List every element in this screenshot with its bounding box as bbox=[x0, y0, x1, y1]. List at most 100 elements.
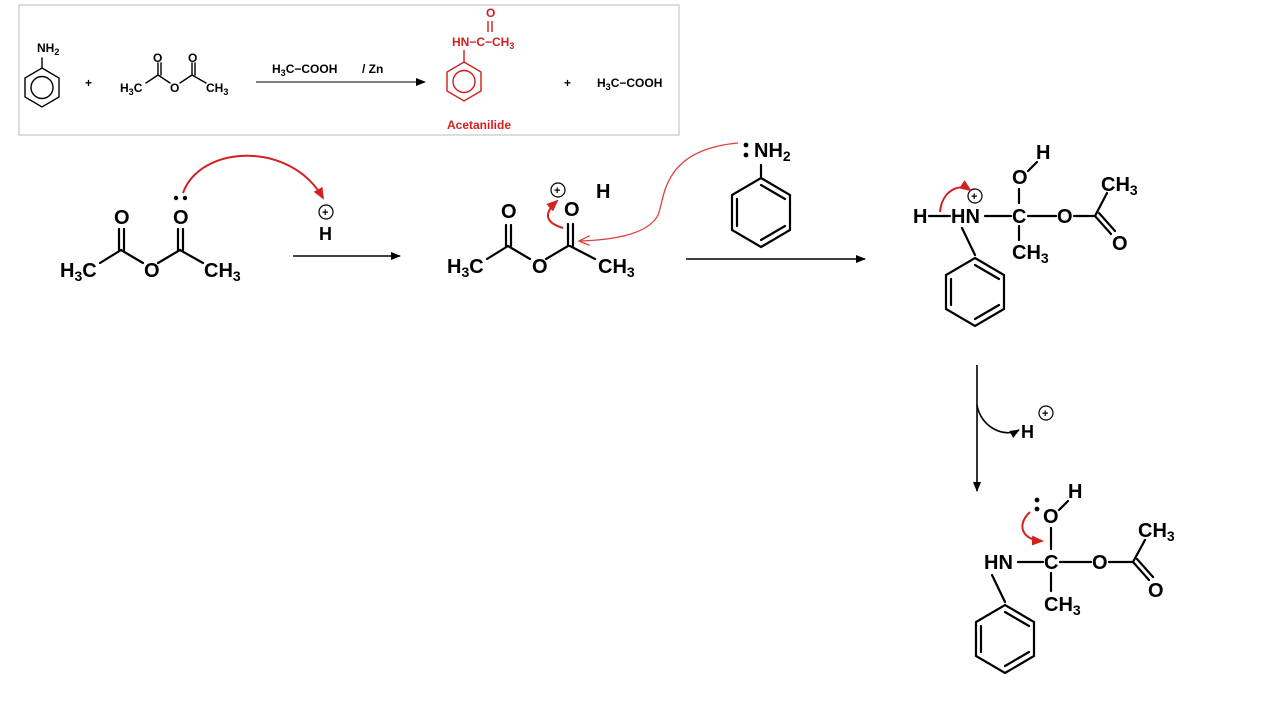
step2-nucleophilic-attack-arrow bbox=[580, 142, 739, 241]
step2-ch3: CH3 bbox=[598, 256, 635, 280]
step4-o: O bbox=[1043, 506, 1059, 528]
step3-ac-o: O bbox=[1112, 233, 1128, 255]
conditions-zinc: / Zn bbox=[362, 62, 383, 76]
step4-ch3: CH3 bbox=[1044, 594, 1081, 618]
aniline-small-ring-inner bbox=[30, 75, 54, 100]
step3-proton-leaving-arrow bbox=[976, 404, 1020, 438]
aniline-small: NH2 bbox=[24, 41, 60, 108]
conditions-acetic-acid: H3C−COOH bbox=[272, 62, 337, 78]
step2-oxonium-plus: + bbox=[554, 185, 560, 197]
aniline-small-ring bbox=[24, 67, 60, 108]
aniline-lone-pair-dot-1 bbox=[743, 142, 749, 148]
step3-ammonium-plus: + bbox=[971, 191, 977, 203]
step4-ring-db-2 bbox=[1003, 650, 1031, 668]
step3-o: O bbox=[1012, 167, 1028, 189]
acetanilide-ring-inner bbox=[452, 69, 476, 94]
step1-bond-2 bbox=[119, 248, 145, 265]
step3-oh-h: H bbox=[1036, 142, 1050, 164]
acetanilide-label: Acetanilide bbox=[447, 118, 511, 132]
anhydride-small-o-bridge: O bbox=[170, 81, 179, 95]
step2-bond-4 bbox=[568, 244, 597, 261]
summary-box-frame bbox=[18, 4, 680, 136]
step1-bond-4 bbox=[178, 248, 205, 265]
plus-sign-1: + bbox=[85, 76, 92, 90]
step1-ch3: CH3 bbox=[204, 260, 241, 284]
step3-leaving-charge bbox=[1038, 405, 1054, 421]
acetic-acid-byproduct: H3C−COOH bbox=[597, 76, 662, 92]
step1-protonation-arrow bbox=[182, 154, 324, 200]
step4-neutral-intermediate: O H HN C O CH3 O CH3 bbox=[974, 481, 1175, 675]
step3-ring bbox=[944, 256, 1006, 328]
step2-bond-3 bbox=[544, 244, 570, 261]
acetic-anhydride-small: H3C O O O CH3 bbox=[120, 51, 228, 97]
step2-o-bridge: O bbox=[532, 256, 548, 278]
step3-ac-ch3-bond bbox=[1093, 191, 1109, 218]
step3-ammonium-charge bbox=[967, 188, 983, 204]
aniline-ring-db-2 bbox=[759, 224, 787, 242]
step3-nh-h: H bbox=[913, 206, 927, 228]
step1-anhydride: H3C O O O CH3 + H bbox=[60, 154, 334, 284]
anhydride-small-bond-3 bbox=[179, 74, 193, 84]
step1-h3c: H3C bbox=[60, 260, 97, 284]
step3-ring-db-1 bbox=[973, 263, 1001, 281]
step2-oxonium-charge bbox=[550, 182, 566, 198]
acetanilide-chain: HN−C−CH3 bbox=[452, 35, 514, 51]
step4-oh-h: H bbox=[1068, 481, 1082, 503]
step3-leaving-plus: + bbox=[1042, 408, 1048, 420]
step4-ac-co-a bbox=[1131, 560, 1151, 582]
step3-o-bridge: O bbox=[1057, 206, 1073, 228]
step1-o-bridge: O bbox=[144, 260, 160, 282]
step4-n-ring-bond bbox=[990, 573, 1007, 604]
step4-o-h-bond bbox=[1057, 499, 1070, 512]
aniline-small-nh2: NH2 bbox=[37, 41, 59, 57]
step2-o1: O bbox=[501, 201, 517, 223]
step3-ring-db-2 bbox=[973, 303, 1001, 321]
step4-ac-ch3: CH3 bbox=[1138, 520, 1175, 544]
step3-hn: HN bbox=[951, 206, 980, 228]
step3-ac-co-b bbox=[1097, 211, 1117, 233]
step3-ac-co-a bbox=[1093, 214, 1113, 236]
step1-proton-plus: + bbox=[322, 207, 328, 219]
step4-c: C bbox=[1044, 552, 1058, 574]
aniline-nh2: NH2 bbox=[754, 140, 791, 164]
step2-protonated-anhydride: H3C O O O H + CH3 bbox=[447, 142, 739, 280]
aniline-lone-pair-dot-2 bbox=[743, 152, 749, 158]
aniline-ring bbox=[730, 176, 792, 249]
step3-n-ring-bond bbox=[960, 226, 977, 257]
step2-pi-shift-arrow bbox=[546, 199, 564, 229]
anhydride-small-bond-4 bbox=[191, 74, 207, 84]
plus-sign-2: + bbox=[564, 76, 571, 90]
step1-lone-pair-dot-2 bbox=[182, 195, 188, 201]
step4-hn: HN bbox=[984, 552, 1013, 574]
step4-ring bbox=[974, 603, 1036, 675]
step1-proton-h: H bbox=[319, 224, 332, 244]
acetanilide-product: O HN−C−CH3 Acetanilide bbox=[446, 6, 514, 132]
step4-lone-pair-dot-1 bbox=[1034, 497, 1040, 503]
step2-oh-h: H bbox=[596, 181, 610, 203]
step3-ac-ch3: CH3 bbox=[1101, 174, 1138, 198]
step4-lone-pair-arrow bbox=[1021, 511, 1044, 546]
step4-lone-pair-dot-2 bbox=[1034, 506, 1040, 512]
aniline-nucleophile: NH2 bbox=[730, 140, 792, 249]
anhydride-small-ch3: CH3 bbox=[206, 81, 228, 97]
step3-tetrahedral-intermediate: H HN + C O H O CH3 O CH3 bbox=[913, 142, 1138, 328]
overall-reaction-box: NH2 + H3C O O O CH3 H3C−COOH / Zn bbox=[18, 4, 680, 136]
acetanilide-ring bbox=[446, 61, 482, 102]
step1-bond-3 bbox=[156, 248, 182, 265]
anhydride-small-h3c: H3C bbox=[120, 81, 143, 97]
step3-proton-loss-arrow bbox=[939, 180, 972, 213]
step2-o2: O bbox=[564, 199, 580, 221]
step3-o-h-bond bbox=[1026, 160, 1039, 173]
anhydride-small-o2: O bbox=[188, 51, 197, 65]
step2-bond-1 bbox=[485, 244, 510, 261]
step1-bond-1 bbox=[98, 248, 123, 265]
anhydride-small-o1: O bbox=[153, 51, 162, 65]
aniline-ring-db-1 bbox=[759, 183, 787, 201]
step4-ac-o: O bbox=[1148, 580, 1164, 602]
step4-o-bridge: O bbox=[1092, 552, 1108, 574]
step1-proton-charge bbox=[318, 204, 334, 220]
step1-o2: O bbox=[173, 207, 189, 229]
step3-leaving-h: H bbox=[1021, 422, 1034, 442]
acetanilide-o: O bbox=[486, 6, 495, 20]
